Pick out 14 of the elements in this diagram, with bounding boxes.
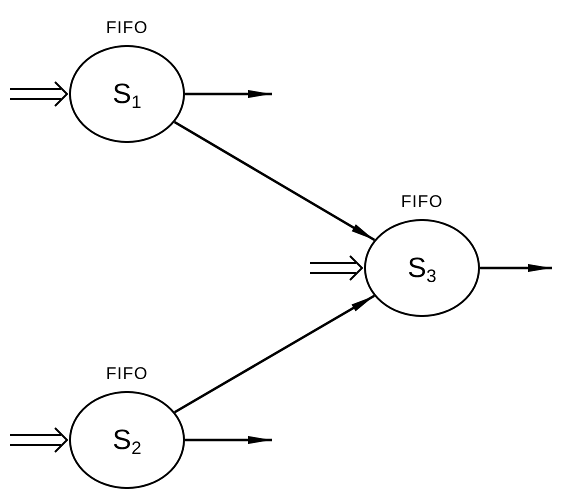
server-label: S$_{1}$ (112, 80, 142, 108)
arrow (480, 264, 552, 272)
arrow (174, 294, 375, 414)
server-label: S$_{3}$ (408, 254, 436, 282)
queue-discipline-label: FIFO (106, 365, 148, 382)
queue-discipline-label: FIFO (400, 193, 444, 210)
double-arrow (9, 81, 68, 107)
double-arrow (309, 255, 364, 281)
arrow (185, 90, 272, 98)
server-label: S$_{2}$ (112, 426, 142, 454)
queue-discipline-label: FIFO (106, 19, 148, 36)
arrow (174, 120, 376, 242)
arrow (185, 436, 272, 444)
double-arrow (9, 427, 68, 453)
